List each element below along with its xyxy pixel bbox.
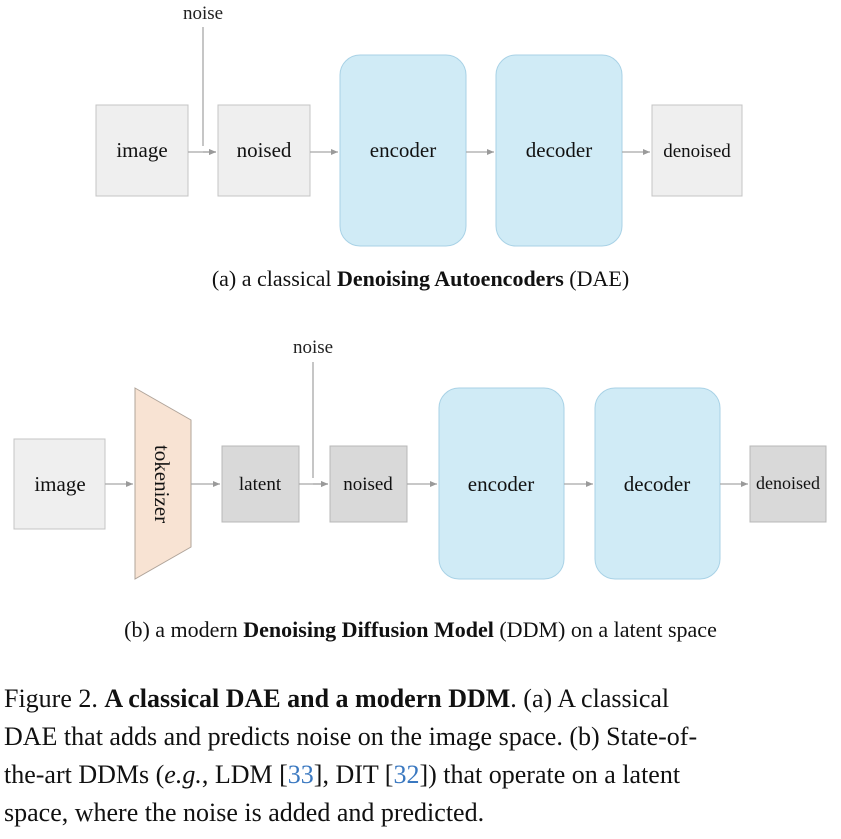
figure-title: A classical DAE and a modern DDM [104, 684, 511, 713]
a-decoder-label: decoder [526, 138, 592, 162]
b-image-label: image [34, 472, 85, 496]
a-encoder-label: encoder [370, 138, 436, 162]
caption-b-suffix: (DDM) on a latent space [493, 617, 717, 642]
b-decoder-label: decoder [624, 472, 690, 496]
line3-a: the-art DDMs ( [4, 760, 165, 789]
diagram-a: noise image noised encoder decoder denoi… [95, 3, 743, 247]
figure-caption-line-4: space, where the noise is added and pred… [4, 798, 485, 827]
diagram-b: noise image tokenizer latent noised enco… [13, 337, 827, 580]
line3-c: ], DIT [ [313, 760, 394, 789]
a-noised-label: noised [237, 138, 292, 162]
figure-caption-line-1: Figure 2. A classical DAE and a modern D… [4, 680, 836, 718]
citation-link-33[interactable]: 33 [287, 760, 314, 789]
citation-link-32[interactable]: 32 [393, 760, 420, 789]
caption-b-prefix: (b) a modern [124, 617, 244, 642]
b-encoder-label: encoder [468, 472, 534, 496]
b-denoised-box [749, 445, 827, 523]
figure-caption-line-3: the-art DDMs (e.g., LDM [33], DIT [32]) … [4, 756, 836, 794]
caption-a-bold: Denoising Autoencoders [337, 266, 564, 291]
a-decoder-box [495, 54, 623, 247]
b-noise-label: noise [293, 337, 333, 358]
b-denoised-label: denoised [756, 473, 820, 493]
b-tokenizer-shape [134, 387, 192, 580]
a-encoder-box [339, 54, 467, 247]
figure-diagrams: noise image noised encoder decoder denoi… [13, 3, 827, 580]
figure-caption-line1-rest: . (a) A classical [510, 684, 670, 713]
a-noised-box [217, 104, 311, 197]
a-image-label: image [116, 138, 167, 162]
line3-eg: e.g. [164, 760, 202, 789]
caption-a: (a) a classical Denoising Autoencoders (… [0, 266, 841, 292]
a-noise-label: noise [183, 3, 223, 24]
figure-label: Figure 2. [4, 684, 105, 713]
caption-a-prefix: (a) a classical [211, 266, 338, 291]
b-latent-label: latent [239, 474, 282, 495]
b-tokenizer-label: tokenizer [150, 445, 174, 523]
a-denoised-box [651, 104, 743, 197]
a-denoised-label: denoised [663, 141, 731, 162]
figure-caption-line-2: DAE that adds and predicts noise on the … [4, 722, 698, 751]
figure-caption: Figure 2. A classical DAE and a modern D… [4, 680, 836, 832]
b-latent-box [221, 445, 300, 523]
caption-b: (b) a modern Denoising Diffusion Model (… [0, 617, 841, 643]
line3-d: ]) that operate on a latent [419, 760, 681, 789]
b-noised-label: noised [343, 474, 393, 495]
line3-b: , LDM [ [201, 760, 288, 789]
a-image-box [95, 104, 189, 197]
caption-a-suffix: (DAE) [563, 266, 630, 291]
caption-b-bold: Denoising Diffusion Model [243, 617, 494, 642]
